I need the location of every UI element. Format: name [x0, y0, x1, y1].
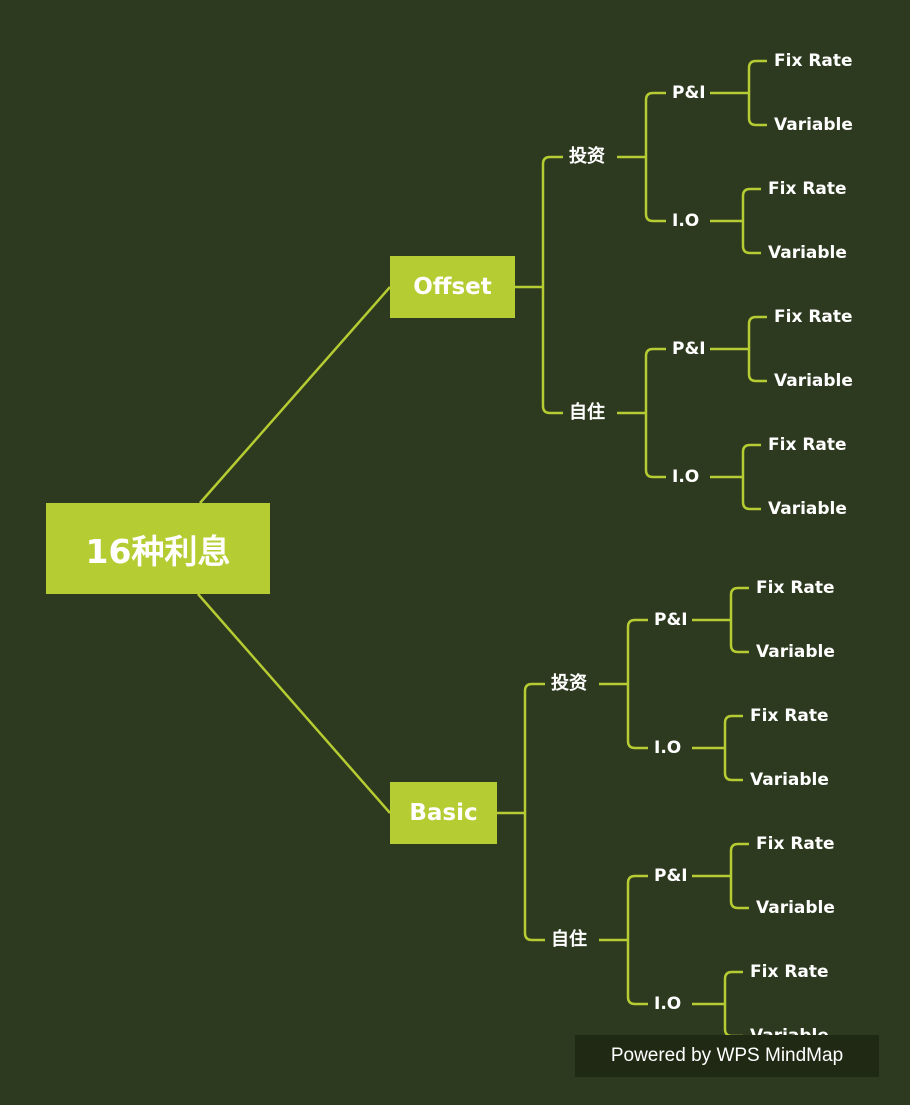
leaf-basic-0-1-0[interactable]: Fix Rate — [750, 706, 829, 726]
node-offset-1[interactable]: 自住 — [569, 402, 605, 423]
leaf-basic-1-0-1[interactable]: Variable — [756, 898, 835, 918]
root-to-offset-line — [199, 286, 391, 504]
branch-offset-1-1-bracket — [741, 443, 761, 511]
node-basic-1-1[interactable]: I.O — [654, 994, 682, 1014]
root-to-basic-line — [197, 593, 391, 814]
leaf-offset-1-0-1[interactable]: Variable — [774, 371, 853, 391]
branch-node-basic[interactable]: Basic — [390, 782, 497, 844]
node-offset-0-0[interactable]: P&I — [672, 83, 706, 103]
root-node[interactable]: 16种利息 — [46, 503, 270, 594]
node-basic-1-0[interactable]: P&I — [654, 866, 688, 886]
leaf-basic-1-1-0[interactable]: Fix Rate — [750, 962, 829, 982]
leaf-offset-0-1-0[interactable]: Fix Rate — [768, 179, 847, 199]
leaf-offset-1-1-1[interactable]: Variable — [768, 499, 847, 519]
node-basic-0[interactable]: 投资 — [551, 673, 587, 694]
leaf-offset-1-1-0[interactable]: Fix Rate — [768, 435, 847, 455]
branch-offset-1-0-bracket — [747, 315, 767, 383]
branch-offset-0-1-bracket — [741, 187, 761, 255]
leaf-offset-0-1-1[interactable]: Variable — [768, 243, 847, 263]
branch-basic-1-bracket — [626, 874, 648, 1006]
leaf-offset-0-0-1[interactable]: Variable — [774, 115, 853, 135]
branch-basic-bracket — [523, 682, 545, 942]
branch-offset-0-bracket — [644, 91, 666, 223]
node-offset-1-0[interactable]: P&I — [672, 339, 706, 359]
branch-offset-bracket — [541, 155, 563, 415]
watermark-badge: Powered by WPS MindMap — [575, 1035, 879, 1077]
node-basic-0-0[interactable]: P&I — [654, 610, 688, 630]
leaf-basic-1-0-0[interactable]: Fix Rate — [756, 834, 835, 854]
leaf-basic-0-0-1[interactable]: Variable — [756, 642, 835, 662]
leaf-basic-0-1-1[interactable]: Variable — [750, 770, 829, 790]
leaf-offset-0-0-0[interactable]: Fix Rate — [774, 51, 853, 71]
branch-basic-0-bracket — [626, 618, 648, 750]
node-offset-0[interactable]: 投资 — [569, 146, 605, 167]
branch-offset-0-0-bracket — [747, 59, 767, 127]
branch-basic-0-1-bracket — [723, 714, 743, 782]
leaf-offset-1-0-0[interactable]: Fix Rate — [774, 307, 853, 327]
node-offset-0-1[interactable]: I.O — [672, 211, 700, 231]
branch-basic-0-0-bracket — [729, 586, 749, 654]
branch-offset-1-bracket — [644, 347, 666, 479]
node-basic-1[interactable]: 自住 — [551, 929, 587, 950]
branch-basic-1-0-bracket — [729, 842, 749, 910]
leaf-basic-0-0-0[interactable]: Fix Rate — [756, 578, 835, 598]
branch-node-offset[interactable]: Offset — [390, 256, 515, 318]
node-basic-0-1[interactable]: I.O — [654, 738, 682, 758]
node-offset-1-1[interactable]: I.O — [672, 467, 700, 487]
branch-basic-1-1-bracket — [723, 970, 743, 1038]
